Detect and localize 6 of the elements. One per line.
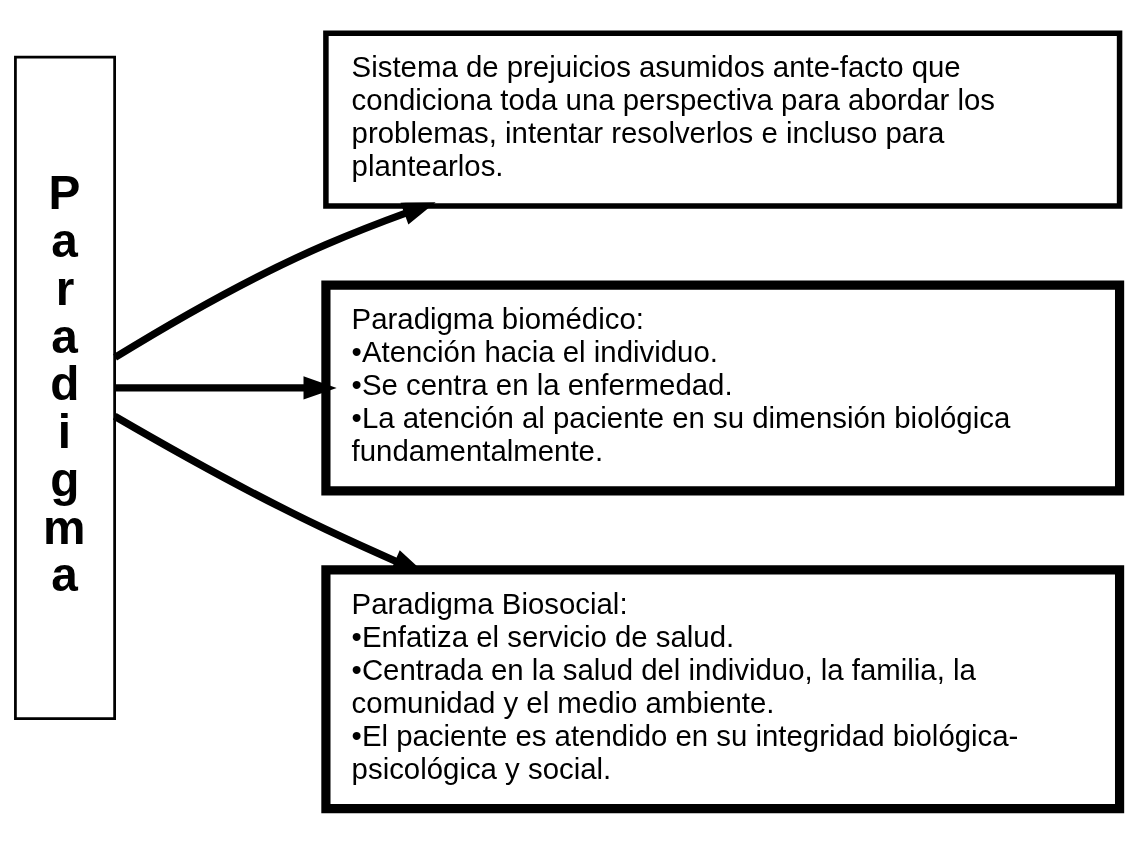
node-box: Paradigma [14, 55, 116, 720]
arrow [114, 376, 337, 400]
node-box: Paradigma biomédico: •Atención hacia el individuo. •Se centra en la enfermedad. •La atención al paciente en su dimensión biológica fundamentalmente. [321, 280, 1125, 496]
node-box: Paradigma Biosocial: •Enfatiza el servicio de salud. •Centrada en la salud del individuo, la familia, la comunidad y el medio ambiente. •El paciente es atendido en su integridad biológica-psicológica y social. [321, 565, 1125, 814]
arrow [113, 202, 436, 361]
node-box: Sistema de prejuicios asumidos ante-facto que condiciona toda una perspectiva para abordar los problemas, intentar resolverlos e incluso para plantearlos. [323, 30, 1123, 209]
